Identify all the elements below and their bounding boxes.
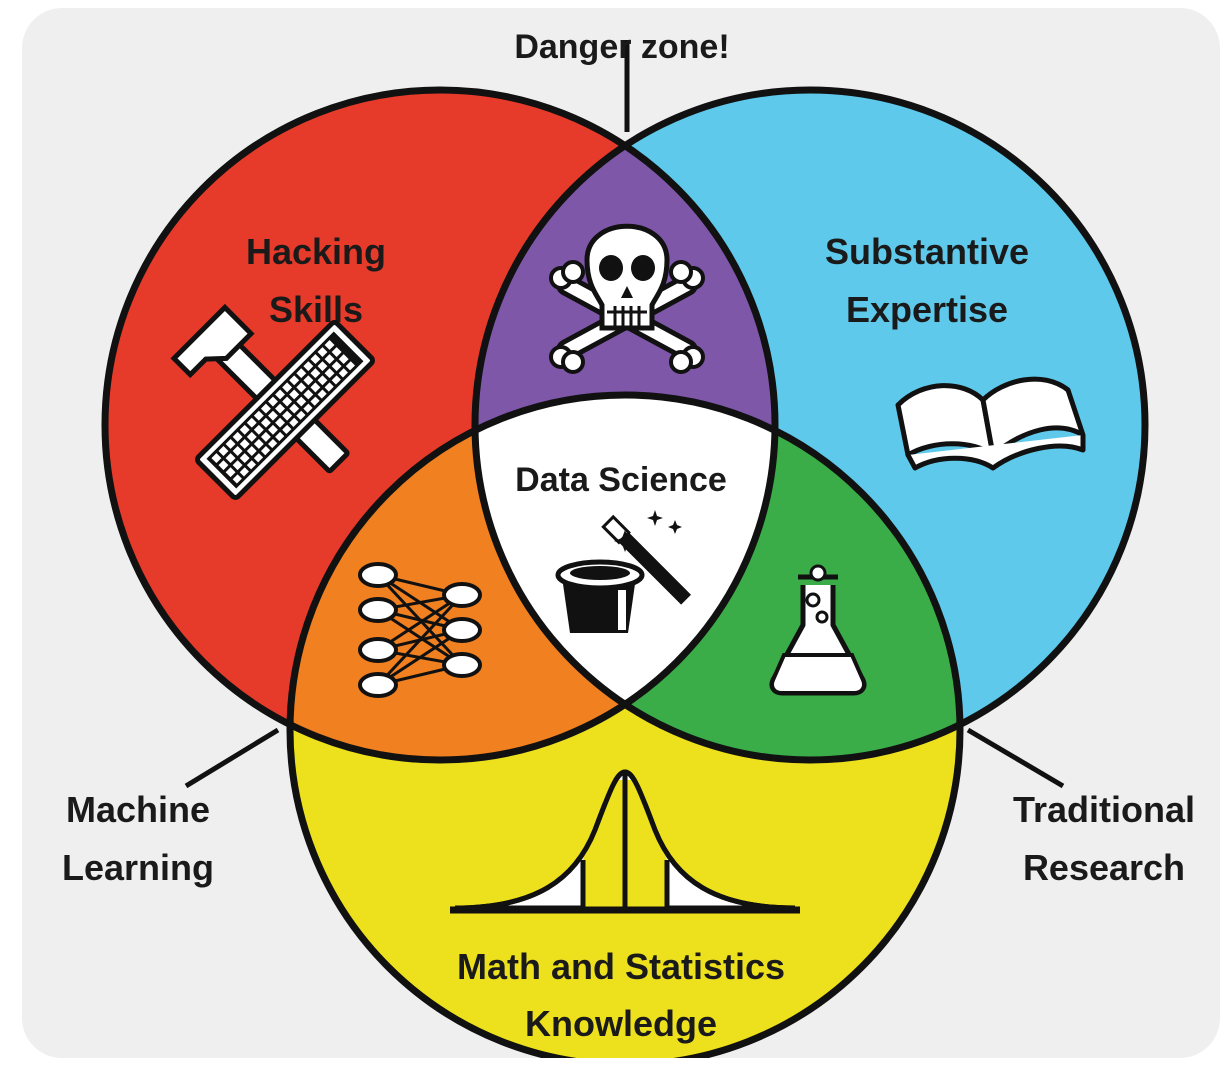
circle-outlines — [101, 86, 1149, 1058]
machine-learning-pointer — [184, 727, 280, 789]
traditional-research-pointer — [966, 727, 1065, 789]
machine-learning-label-line1: Machine — [66, 789, 210, 830]
bell-curve-icon — [450, 769, 800, 914]
traditional-research-label-line1: Traditional — [1013, 789, 1195, 830]
keyboard-hammer-icon — [170, 303, 375, 500]
skull-crossbones-icon — [549, 223, 705, 374]
machine-learning-label-line2: Learning — [62, 847, 214, 888]
hacking-skills-label-line1: Hacking — [246, 231, 386, 272]
data-science-label: Data Science — [515, 461, 727, 499]
flask-icon — [769, 564, 867, 696]
math-statistics-label-line2: Knowledge — [525, 1003, 717, 1044]
hacking-skills-label-line2: Skills — [269, 289, 363, 330]
substantive-expertise-label-line1: Substantive — [825, 231, 1029, 272]
pointer-lines — [184, 40, 1065, 789]
danger-zone-label: Danger zone! — [514, 28, 729, 66]
open-book-icon — [895, 376, 1086, 471]
substantive-expertise-label-line2: Expertise — [846, 289, 1008, 330]
math-statistics-label-line1: Math and Statistics — [457, 946, 785, 987]
neural-network-icon — [358, 562, 482, 698]
traditional-research-label-line2: Research — [1023, 847, 1185, 888]
magic-hat-wand-icon — [555, 510, 692, 633]
